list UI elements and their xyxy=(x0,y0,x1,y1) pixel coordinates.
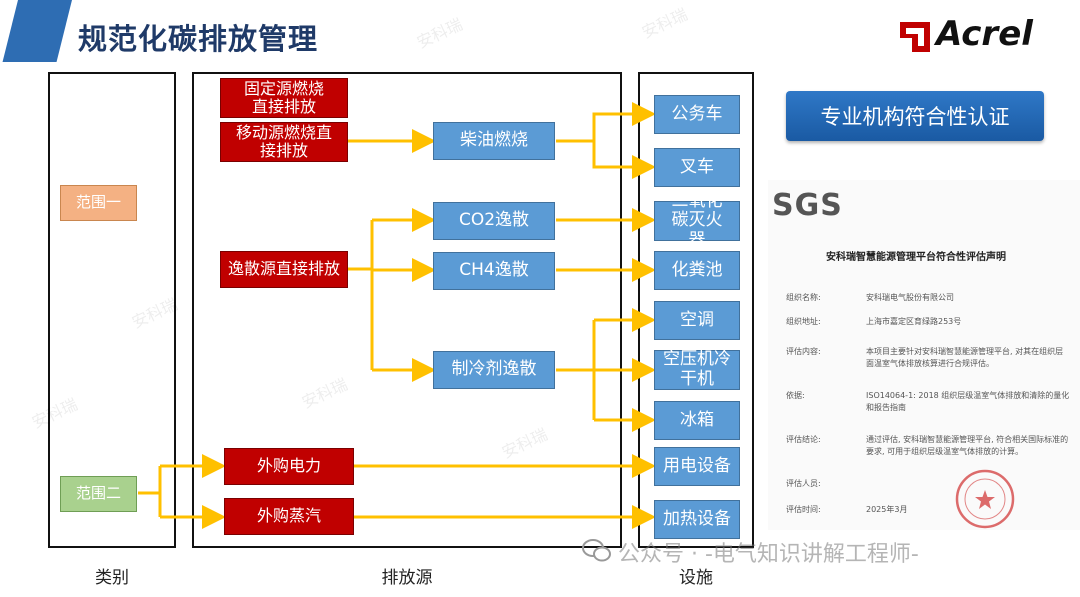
facility-car: 公务车 xyxy=(654,95,740,134)
facility-compressor: 空压机冷干机 xyxy=(654,350,740,390)
certificate-row: 组织名称: 安科瑞电气股份有限公司 xyxy=(786,293,954,302)
process-diesel: 柴油燃烧 xyxy=(433,122,555,160)
facility-extinguisher: 二氧化碳灭火器 xyxy=(654,191,740,250)
facility-forklift: 叉车 xyxy=(654,148,740,187)
footer-watermark: 公众号 · -电气知识讲解工程师- xyxy=(618,542,919,567)
facility-septic: 化粪池 xyxy=(654,251,740,290)
certificate-row: 组织地址: 上海市嘉定区育绿路253号 xyxy=(786,317,962,326)
source-purchased-steam: 外购蒸汽 xyxy=(224,498,354,535)
facility-heating: 加热设备 xyxy=(654,500,740,539)
certificate-row: 评估人员: xyxy=(786,479,821,488)
column-label-facility: 设施 xyxy=(679,568,713,588)
arrow-diesel-forklift xyxy=(592,141,656,179)
process-co2: CO2逸散 xyxy=(433,202,555,240)
source-fixed-combustion: 固定源燃烧直接排放 xyxy=(220,78,348,118)
category-scope1: 范围一 xyxy=(60,185,137,221)
facility-ac: 空调 xyxy=(654,301,740,340)
certificate-row: 评估时间: 2025年3月 xyxy=(786,505,908,514)
process-ch4: CH4逸散 xyxy=(433,252,555,290)
certification-button[interactable]: 专业机构符合性认证 xyxy=(786,91,1044,141)
source-column-frame xyxy=(192,72,622,548)
arrow-diesel-car xyxy=(556,102,656,143)
column-label-source: 排放源 xyxy=(381,568,433,588)
acrel-logo: Acrel xyxy=(898,14,1058,60)
process-refrigerant: 制冷剂逸散 xyxy=(433,351,555,389)
source-purchased-power: 外购电力 xyxy=(224,448,354,485)
acrel-logo-mark-icon xyxy=(900,22,930,52)
sgs-logo: SGS xyxy=(772,188,843,223)
certificate-title: 安科瑞智慧能源管理平台符合性评估声明 xyxy=(826,252,1006,263)
official-seal-icon xyxy=(955,469,1015,529)
page-title: 规范化碳排放管理 xyxy=(78,22,319,56)
certificate-document: SGS 安科瑞智慧能源管理平台符合性评估声明 组织名称: 安科瑞电气股份有限公司… xyxy=(768,180,1080,530)
wechat-icon xyxy=(582,539,611,562)
certificate-rows: 组织名称: 安科瑞电气股份有限公司 组织地址: 上海市嘉定区育绿路253号 评估… xyxy=(786,292,1071,528)
source-mobile-combustion: 移动源燃烧直接排放 xyxy=(220,122,348,162)
column-label-category: 类别 xyxy=(95,568,129,588)
certificate-row: 评估内容: 本项目主要针对安科瑞智慧能源管理平台, 对其在组织层面温室气体排放核… xyxy=(786,347,1064,368)
category-scope2: 范围二 xyxy=(60,476,137,512)
facility-electric: 用电设备 xyxy=(654,447,740,486)
acrel-logo-text: Acrel xyxy=(936,14,1033,54)
certificate-row: 依据: ISO14064-1: 2018 组织层级温室气体排放和清除的量化和报告… xyxy=(786,391,1070,412)
source-fugitive: 逸散源直接排放 xyxy=(220,251,348,288)
category-column-frame xyxy=(48,72,176,548)
facility-fridge: 冰箱 xyxy=(654,401,740,440)
certificate-row: 评估结论: 通过评估, 安科瑞智慧能源管理平台, 符合相关国际标准的要求, 可用… xyxy=(786,435,1069,456)
